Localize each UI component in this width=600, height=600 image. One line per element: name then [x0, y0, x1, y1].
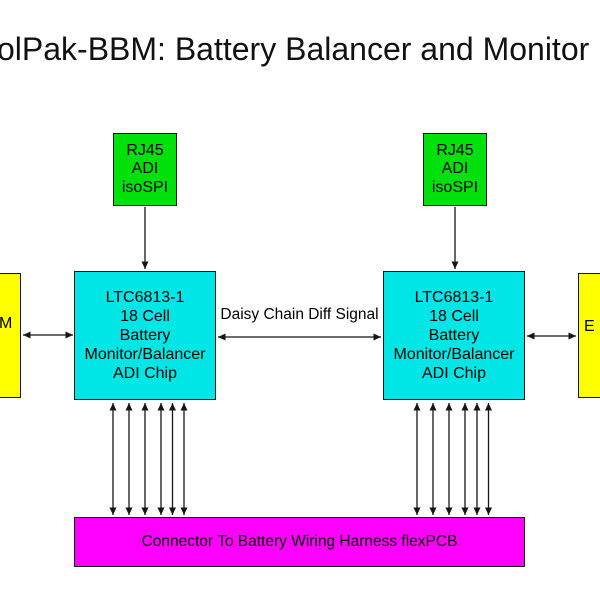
- edge-block-right-label: E: [584, 318, 595, 335]
- battery-harness-connector-block: Connector To Battery Wiring Harness flex…: [74, 517, 525, 567]
- adi-label: ADI: [441, 160, 469, 178]
- chip-battery: Battery: [428, 327, 480, 344]
- rj45-isospi-block-right: RJ45 ADI isoSPI: [423, 133, 487, 206]
- rj45-isospi-block-left: RJ45 ADI isoSPI: [113, 133, 177, 206]
- rj45-label: RJ45: [436, 141, 474, 159]
- ltc6813-block-left: LTC6813-1 18 Cell Battery Monitor/Balanc…: [74, 271, 216, 400]
- chip-battery: Battery: [119, 327, 171, 344]
- edge-block-left: M: [0, 273, 21, 398]
- chip-cells: 18 Cell: [429, 308, 479, 325]
- edge-block-left-label: M: [0, 315, 13, 332]
- chip-cells: 18 Cell: [120, 308, 170, 325]
- rj45-label: RJ45: [126, 141, 164, 159]
- isospi-label: isoSPI: [121, 178, 169, 196]
- isospi-label: isoSPI: [431, 178, 479, 196]
- edge-block-right: E: [578, 273, 600, 398]
- chip-name: LTC6813-1: [105, 289, 185, 306]
- chip-vendor: ADI Chip: [421, 365, 487, 382]
- adi-label: ADI: [131, 160, 159, 178]
- chip-function: Monitor/Balancer: [84, 346, 206, 363]
- diagram-title: olPak-BBM: Battery Balancer and Monitor: [0, 31, 590, 67]
- daisy-chain-signal-label: Daisy Chain Diff Signal: [220, 306, 379, 323]
- chip-function: Monitor/Balancer: [393, 346, 515, 363]
- connector-label: Connector To Battery Wiring Harness flex…: [141, 533, 458, 550]
- chip-name: LTC6813-1: [414, 289, 494, 306]
- chip-vendor: ADI Chip: [112, 365, 178, 382]
- ltc6813-block-right: LTC6813-1 18 Cell Battery Monitor/Balanc…: [383, 271, 525, 400]
